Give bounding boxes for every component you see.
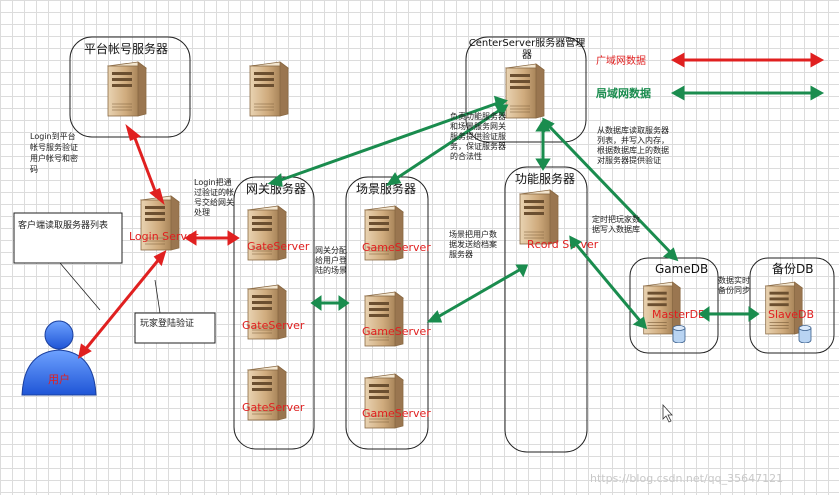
record-server-label: Rcord Server [527, 238, 599, 251]
client-read-pointer [59, 262, 101, 311]
client-read-note-box [13, 212, 123, 264]
legend-wan-label: 广域网数据 [596, 54, 646, 67]
login-platform-note-wrap: Login到平台帐号服务验证用户帐号和密码 [30, 132, 78, 174]
client-read-note: 客户端读取服务器列表 [18, 221, 109, 231]
gate-scene-arrow [310, 295, 350, 311]
user-login-arrow [77, 250, 167, 359]
legend-wan-arrow [670, 52, 825, 68]
master-db-label: MasterDB [652, 308, 706, 321]
login-to-gate-note: Login把通过验证的帐号交给网关处理 [194, 178, 234, 217]
watermark: https://blog.csdn.net/qq_35647121 [590, 472, 783, 485]
center-server-icon [505, 63, 545, 119]
game-server-3-label: GameServer [362, 407, 431, 420]
center-gamedb-arrow [542, 117, 679, 262]
login-server-label: Login Server [129, 230, 199, 243]
game-server-2-label: GameServer [362, 325, 431, 338]
gateway-group-title: 网关服务器 [246, 181, 306, 196]
center-provide-note: 负责功能服务器和场景服务网关服务提供验证服务，保证服务器的合法性 [450, 112, 506, 161]
timed-write-note: 定时把玩家数据写入数据库 [592, 215, 640, 234]
db-read-note: 从数据库读取服务器列表，并写入内存，根据数据库上的数据对服务器提供验证 [597, 126, 669, 165]
center-group-title: CenterServer服务器管理器 [468, 38, 586, 61]
gamedb-group-title: GameDB [655, 262, 708, 276]
record-server-icon [519, 189, 559, 245]
scene-send-note: 场景把用户数据发送给档案服务器 [449, 230, 497, 259]
gate-server-1-label: GateServer [247, 240, 310, 253]
mouse-cursor-icon [662, 403, 673, 423]
login-gate-arrow [184, 230, 240, 246]
player-login-note-wrap: 玩家登陆验证 [140, 319, 195, 329]
login-platform-arrow [125, 123, 165, 206]
game-server-1-label: GameServer [362, 241, 431, 254]
center-scene-arrow [385, 104, 509, 187]
gate-server-3-label: GateServer [242, 401, 305, 414]
center-group-title-wrap: CenterServer服务器管理器 [468, 38, 586, 61]
legend-lan-arrow [670, 85, 825, 101]
function-group-title: 功能服务器 [515, 171, 575, 186]
timed-write-note-wrap: 定时把玩家数据写入数据库 [592, 215, 640, 234]
master-db-icon [672, 325, 686, 343]
gate-assign-note: 网关分配给用户登陆的场景 [315, 246, 347, 275]
function-group-box [504, 166, 588, 453]
gate-server-2-label: GateServer [242, 319, 305, 332]
legend-lan-label: 局域网数据 [595, 86, 651, 100]
center-provide-note-wrap: 负责功能服务器和场景服务网关服务提供验证服务，保证服务器的合法性 [450, 112, 506, 161]
record-masterdb-arrow [569, 235, 648, 330]
player-login-note-box [134, 312, 216, 344]
scene-record-arrow [426, 264, 529, 323]
scene-group-box [345, 176, 429, 450]
user-label: 用户 [48, 372, 70, 386]
platform-group-title: 平台帐号服务器 [84, 41, 168, 56]
login-to-gate-note-wrap: Login把通过验证的帐号交给网关处理 [194, 178, 234, 217]
gateway-group-box [233, 176, 315, 450]
master-slave-arrow [698, 306, 760, 322]
platform-server-icon [107, 61, 147, 117]
player-login-pointer [154, 279, 161, 314]
realtime-backup-note: 数据实时备份同步 [718, 276, 750, 295]
gate-assign-note-wrap: 网关分配给用户登陆的场景 [315, 246, 347, 275]
slave-db-icon [798, 325, 812, 343]
player-login-note: 玩家登陆验证 [140, 319, 195, 329]
client-read-note-wrap: 客户端读取服务器列表 [18, 221, 109, 231]
center-group-box [465, 36, 587, 143]
user-icon [21, 320, 97, 396]
backupdb-group-title: 备份DB [772, 262, 813, 276]
db-read-note-wrap: 从数据库读取服务器列表，并写入内存，根据数据库上的数据对服务器提供验证 [597, 126, 669, 165]
scene-send-note-wrap: 场景把用户数据发送给档案服务器 [449, 230, 497, 259]
scene-group-title: 场景服务器 [356, 181, 416, 196]
backupdb-group-box [749, 257, 835, 354]
standalone-server-icon [249, 61, 289, 117]
login-platform-note: Login到平台帐号服务验证用户帐号和密码 [30, 132, 78, 174]
realtime-backup-note-wrap: 数据实时备份同步 [718, 276, 750, 295]
slave-db-label: SlaveDB [768, 308, 814, 321]
